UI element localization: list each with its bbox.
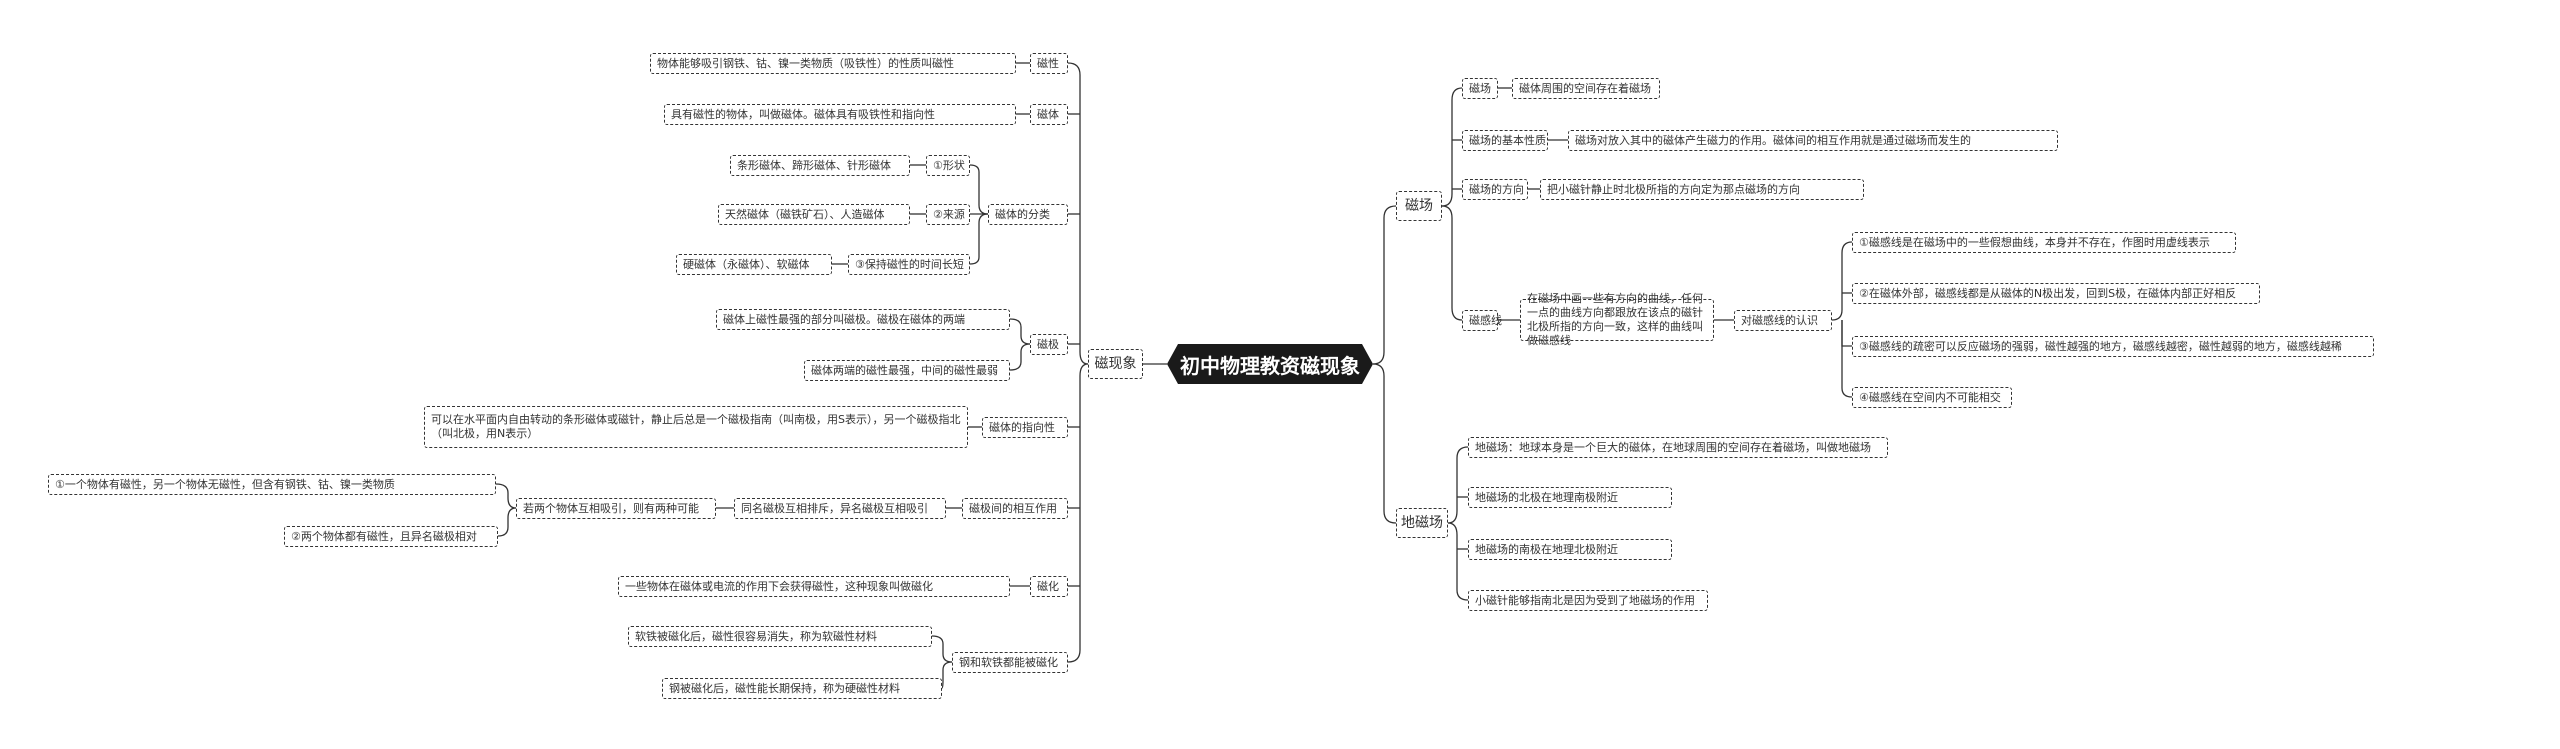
node-dicichang-item-4[interactable]: 小磁针能够指南北是因为受到了地磁场的作用 xyxy=(1468,590,1708,611)
node-zhixiang[interactable]: 磁体的指向性 xyxy=(982,417,1068,438)
node-fen-lei-xingzhuang-desc[interactable]: 条形磁体、蹄形磁体、针形磁体 xyxy=(730,155,910,176)
node-cihua[interactable]: 磁化 xyxy=(1030,576,1068,597)
root-topic-label: 初中物理教资磁现象 xyxy=(1180,353,1360,378)
node-cigan-xian-point-2[interactable]: ②在磁体外部，磁感线都是从磁体的N极出发，回到S极，在磁体内部正好相反 xyxy=(1852,283,2260,304)
node-ci-ti-desc[interactable]: 具有磁性的物体，叫做磁体。磁体具有吸铁性和指向性 xyxy=(664,104,1016,125)
root-topic[interactable]: 初中物理教资磁现象 xyxy=(1167,344,1373,384)
node-ci-ji-desc-1[interactable]: 磁体上磁性最强的部分叫磁极。磁极在磁体的两端 xyxy=(716,309,1010,330)
node-xianghu-attract[interactable]: 若两个物体互相吸引，则有两种可能 xyxy=(516,498,716,519)
node-cigan-xian-desc[interactable]: 在磁场中画一些有方向的曲线，任何一点的曲线方向都跟放在该点的磁针北极所指的方向一… xyxy=(1520,292,1714,347)
node-ci-xing-desc[interactable]: 物体能够吸引钢铁、钴、镍一类物质（吸铁性）的性质叫磁性 xyxy=(650,53,1016,74)
node-ci-ji-desc-2[interactable]: 磁体两端的磁性最强，中间的磁性最弱 xyxy=(804,360,1010,381)
node-fen-lei-shijian-desc[interactable]: 硬磁体（永磁体）、软磁体 xyxy=(676,254,832,275)
node-fen-lei-laiyuan[interactable]: ②来源 xyxy=(926,204,970,225)
node-cigan-xian-point-1[interactable]: ①磁感线是在磁场中的一些假想曲线，本身并不存在，作图时用虚线表示 xyxy=(1852,232,2236,253)
root-hexagon-shape xyxy=(1167,344,1373,384)
node-cichang-basic-desc[interactable]: 磁场对放入其中的磁体产生磁力的作用。磁体间的相互作用就是通过磁场而发生的 xyxy=(1568,130,2058,151)
node-gangtie-soft[interactable]: 软铁被磁化后，磁性很容易消失，称为软磁性材料 xyxy=(628,626,932,647)
node-fen-lei-laiyuan-desc[interactable]: 天然磁体（磁铁矿石）、人造磁体 xyxy=(718,204,910,225)
node-fen-lei-xingzhuang[interactable]: ①形状 xyxy=(926,155,970,176)
node-xianghu-case-1[interactable]: ①一个物体有磁性，另一个物体无磁性，但含有钢铁、钴、镍一类物质 xyxy=(48,474,496,495)
node-cihua-desc[interactable]: 一些物体在磁体或电流的作用下会获得磁性，这种现象叫做磁化 xyxy=(618,576,1010,597)
node-ci-ti[interactable]: 磁体 xyxy=(1030,104,1068,125)
node-ci-ti-fen-lei[interactable]: 磁体的分类 xyxy=(988,204,1068,225)
node-cichang-direction-desc[interactable]: 把小磁针静止时北极所指的方向定为那点磁场的方向 xyxy=(1540,179,1864,200)
node-dicichang-item-2[interactable]: 地磁场的北极在地理南极附近 xyxy=(1468,487,1672,508)
node-cigan-xian-point-4[interactable]: ④磁感线在空间内不可能相交 xyxy=(1852,387,2012,408)
node-dicichang-item-1[interactable]: 地磁场：地球本身是一个巨大的磁体，在地球周围的空间存在着磁场，叫做地磁场 xyxy=(1468,437,1888,458)
node-zhixiang-desc[interactable]: 可以在水平面内自由转动的条形磁体或磁针，静止后总是一个磁极指南（叫南极，用S表示… xyxy=(424,406,968,448)
node-cigan-xian[interactable]: 磁感线 xyxy=(1462,310,1502,331)
node-cigan-xian-understand[interactable]: 对磁感线的认识 xyxy=(1734,310,1832,331)
node-xianghu-rule[interactable]: 同名磁极互相排斥，异名磁极互相吸引 xyxy=(734,498,946,519)
node-cichang-def[interactable]: 磁场 xyxy=(1462,78,1498,99)
node-xianghu[interactable]: 磁极间的相互作用 xyxy=(962,498,1068,519)
node-cichang-direction[interactable]: 磁场的方向 xyxy=(1462,179,1528,200)
node-cichang-def-desc[interactable]: 磁体周围的空间存在着磁场 xyxy=(1512,78,1660,99)
node-xianghu-case-2[interactable]: ②两个物体都有磁性，且异名磁极相对 xyxy=(284,526,498,547)
node-fen-lei-shijian[interactable]: ③保持磁性的时间长短 xyxy=(848,254,970,275)
node-ci-xing[interactable]: 磁性 xyxy=(1030,53,1068,74)
node-ci-ji[interactable]: 磁极 xyxy=(1030,334,1068,355)
node-gangtie[interactable]: 钢和软铁都能被磁化 xyxy=(952,652,1068,673)
node-dicichang-item-3[interactable]: 地磁场的南极在地理北极附近 xyxy=(1468,539,1672,560)
node-gangtie-hard[interactable]: 钢被磁化后，磁性能长期保持，称为硬磁性材料 xyxy=(662,678,942,699)
branch-cichang[interactable]: 磁场 xyxy=(1396,191,1442,221)
branch-dicichang[interactable]: 地磁场 xyxy=(1396,508,1448,538)
node-cigan-xian-point-3[interactable]: ③磁感线的疏密可以反应磁场的强弱，磁性越强的地方，磁感线越密，磁性越弱的地方，磁… xyxy=(1852,336,2374,357)
branch-ci-xian-xiang[interactable]: 磁现象 xyxy=(1088,349,1143,379)
node-cichang-basic[interactable]: 磁场的基本性质 xyxy=(1462,130,1548,151)
